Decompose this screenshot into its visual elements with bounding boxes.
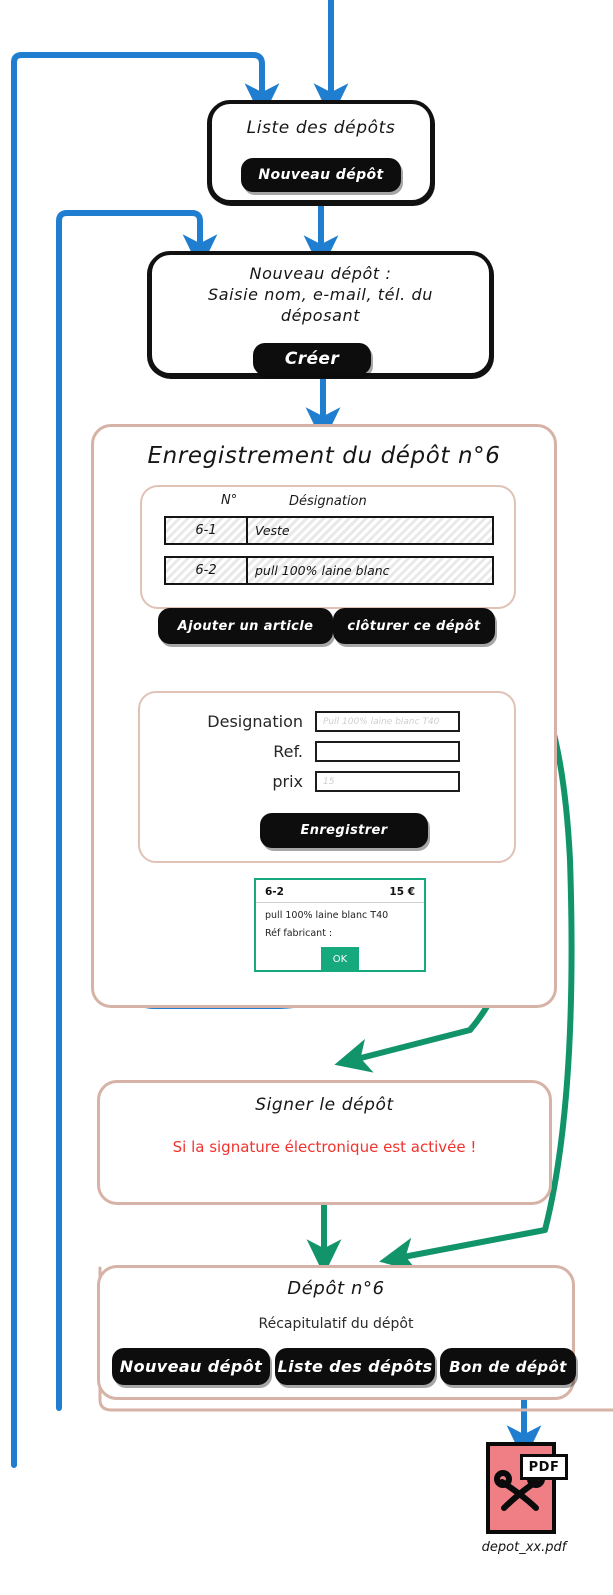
button-nouveau-depot-1[interactable]: Nouveau dépôt xyxy=(241,158,401,192)
card-price: 15 € xyxy=(389,886,415,898)
node-liste-depots[interactable]: Liste des dépôts Nouveau dépôt xyxy=(208,100,434,204)
button-liste-depots-2[interactable]: Liste des dépôts xyxy=(275,1348,435,1385)
button-ajouter-article[interactable]: Ajouter un article xyxy=(158,608,333,644)
node-title-nouveau-depot-line2: Saisie nom, e-mail, tél. du xyxy=(207,285,434,304)
panel-outline-return xyxy=(98,1266,613,1412)
node-title-nouveau-depot-line1: Nouveau dépôt : xyxy=(249,264,392,283)
node-title-nouveau-depot-line3: déposant xyxy=(280,306,361,325)
pdf-filename: depot_xx.pdf xyxy=(481,1540,567,1555)
table-header-designation: Désignation xyxy=(289,494,367,509)
node-title-signer: Signer le dépôt xyxy=(255,1095,394,1115)
button-bon-depot[interactable]: Bon de dépôt xyxy=(440,1348,576,1385)
form-label-ref: Ref. xyxy=(273,742,303,761)
table-cell-num: 6-2 xyxy=(166,558,248,583)
button-ok[interactable]: OK xyxy=(321,947,359,972)
form-row-ref: Ref. xyxy=(185,741,460,762)
signature-warning: Si la signature électronique est activée… xyxy=(172,1138,477,1156)
article-form-panel: Designation Pull 100% laine blanc T40 Re… xyxy=(138,691,516,863)
arrow-return-liste-depots xyxy=(11,52,280,1468)
button-cloturer-depot[interactable]: clôturer ce dépôt xyxy=(333,608,495,644)
table-row[interactable]: 6-1 Veste xyxy=(164,516,494,545)
node-title-depot-final: Dépôt n°6 xyxy=(287,1278,385,1299)
table-cell-designation: Veste xyxy=(255,523,290,538)
pdf-tag: PDF xyxy=(520,1454,568,1480)
form-row-designation: Designation Pull 100% laine blanc T40 xyxy=(185,711,460,732)
node-depot-final: Dépôt n°6 Récapitulatif du dépôt Nouveau… xyxy=(97,1265,576,1400)
designation-input[interactable]: Pull 100% laine blanc T40 xyxy=(315,711,460,732)
table-header-num: N° xyxy=(221,493,238,508)
node-title-liste-depots: Liste des dépôts xyxy=(246,118,396,138)
table-cell-designation: pull 100% laine blanc xyxy=(255,563,390,578)
button-enregistrer[interactable]: Enregistrer xyxy=(260,813,428,848)
form-label-designation: Designation xyxy=(207,712,303,731)
arrow-return-nouveau-depot xyxy=(56,210,218,1411)
form-label-prix: prix xyxy=(272,772,303,791)
button-creer[interactable]: Créer xyxy=(253,343,371,375)
table-cell-num: 6-1 xyxy=(166,518,248,543)
node-enregistrement-depot: Enregistrement du dépôt n°6 N° Désignati… xyxy=(91,424,557,1008)
article-label-card: 6-2 15 € pull 100% laine blanc T40 Réf f… xyxy=(254,878,426,972)
depot-final-subtitle: Récapitulatif du dépôt xyxy=(258,1316,414,1332)
table-row[interactable]: 6-2 pull 100% laine blanc xyxy=(164,556,494,585)
form-row-prix: prix 15 xyxy=(185,771,460,792)
card-header: 6-2 15 € xyxy=(256,880,424,903)
panel-edge-bottom xyxy=(98,1266,613,1412)
node-signer-depot: Signer le dépôt Si la signature électron… xyxy=(97,1080,552,1205)
prix-input[interactable]: 15 xyxy=(315,771,460,792)
card-ref-label: Réf fabricant : xyxy=(265,928,333,939)
card-num: 6-2 xyxy=(265,886,284,898)
node-title-enregistrement: Enregistrement du dépôt n°6 xyxy=(147,443,501,469)
pdf-body xyxy=(486,1442,556,1534)
card-designation: pull 100% laine blanc T40 xyxy=(265,910,389,921)
ref-input[interactable] xyxy=(315,741,460,762)
articles-table-panel: N° Désignation 6-1 Veste 6-2 pull 100% l… xyxy=(140,485,516,609)
node-nouveau-depot[interactable]: Nouveau dépôt : Saisie nom, e-mail, tél.… xyxy=(148,251,493,377)
button-nouveau-depot-2[interactable]: Nouveau dépôt xyxy=(112,1348,270,1385)
pdf-file[interactable]: PDF depot_xx.pdf xyxy=(476,1442,572,1572)
